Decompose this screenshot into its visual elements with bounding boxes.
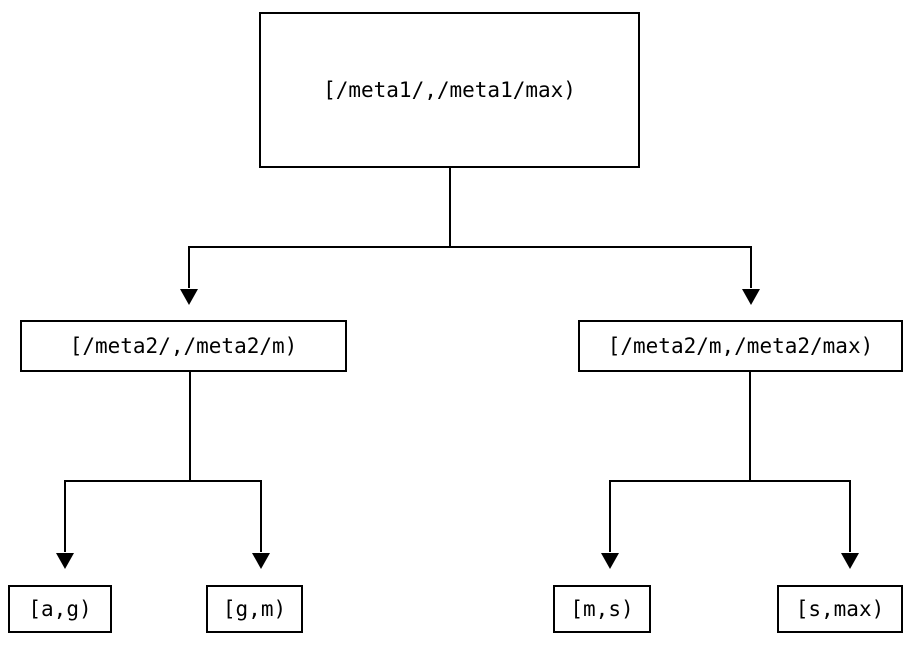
- node-mid-left[interactable]: [/meta2/,/meta2/m): [20, 320, 347, 372]
- node-leaf-ms-label: [m,s): [570, 596, 634, 621]
- node-root-label: [/meta1/,/meta1/max): [323, 77, 576, 102]
- arrowhead-down-icon-leaf-ag: [56, 553, 74, 569]
- node-mid-right-label: [/meta2/m,/meta2/max): [607, 333, 874, 358]
- node-leaf-ag[interactable]: [a,g): [8, 585, 112, 633]
- edge-mid-right-stem: [749, 372, 751, 482]
- node-root[interactable]: [/meta1/,/meta1/max): [259, 12, 640, 168]
- edge-root-to-mid-right-drop: [750, 246, 752, 288]
- edge-root-stem: [449, 168, 451, 248]
- node-leaf-gm-label: [g,m): [222, 596, 287, 621]
- arrowhead-down-icon-leaf-ms: [601, 553, 619, 569]
- node-mid-right[interactable]: [/meta2/m,/meta2/max): [578, 320, 903, 372]
- edge-mid-right-to-leaf-ms-drop: [609, 480, 611, 552]
- node-mid-left-label: [/meta2/,/meta2/m): [69, 333, 298, 358]
- node-leaf-gm[interactable]: [g,m): [206, 585, 303, 633]
- edge-mid-left-horizontal-bar: [64, 480, 262, 482]
- node-leaf-ms[interactable]: [m,s): [553, 585, 651, 633]
- arrowhead-down-icon-leaf-smax: [841, 553, 859, 569]
- edge-mid-left-to-leaf-gm-drop: [260, 480, 262, 552]
- node-leaf-ag-label: [a,g): [28, 596, 92, 621]
- edge-mid-left-to-leaf-ag-drop: [64, 480, 66, 552]
- arrowhead-down-icon-mid-left: [180, 289, 198, 305]
- arrowhead-down-icon-mid-right: [742, 289, 760, 305]
- edge-mid-right-horizontal-bar: [609, 480, 851, 482]
- edge-root-to-mid-left-drop: [188, 246, 190, 288]
- edge-root-horizontal-bar: [188, 246, 752, 248]
- edge-mid-right-to-leaf-smax-drop: [849, 480, 851, 552]
- edge-mid-left-stem: [189, 372, 191, 482]
- node-leaf-smax[interactable]: [s,max): [777, 585, 903, 633]
- node-leaf-smax-label: [s,max): [795, 596, 885, 621]
- arrowhead-down-icon-leaf-gm: [252, 553, 270, 569]
